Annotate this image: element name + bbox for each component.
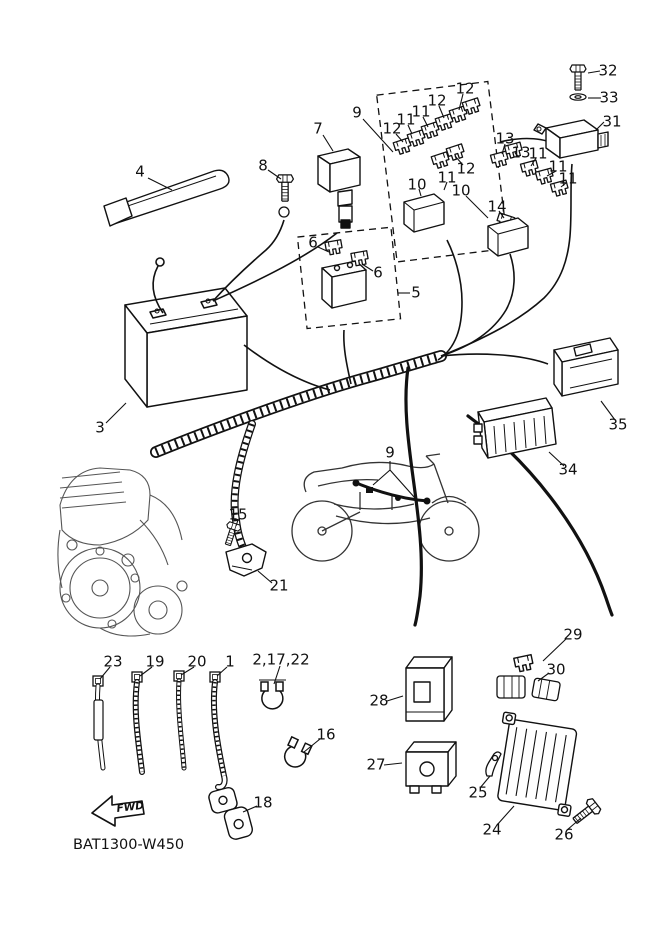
ecu-unit-34 <box>473 397 557 459</box>
ring-terminal-8 <box>278 206 290 218</box>
callout-13-2[interactable]: 13 <box>511 143 531 162</box>
fwd-arrow: FWD <box>91 795 145 827</box>
callout-34[interactable]: 34 <box>558 460 578 479</box>
starter-relay-5 <box>321 260 367 309</box>
callout-23[interactable]: 23 <box>103 652 123 671</box>
callout-19[interactable]: 19 <box>145 652 165 671</box>
engine-sketch <box>57 467 188 637</box>
callout-9-bike[interactable]: 9 <box>385 443 395 462</box>
wire-harness-main <box>150 350 447 458</box>
cable-tie-19 <box>131 671 145 775</box>
motorcycle-sketch <box>291 453 480 562</box>
callout-18[interactable]: 18 <box>253 793 273 812</box>
callout-21[interactable]: 21 <box>269 576 289 595</box>
relay-unit-31 <box>533 119 609 159</box>
callout-9-top[interactable]: 9 <box>352 103 362 122</box>
clamp-16 <box>283 735 313 768</box>
callout-6-2[interactable]: 6 <box>373 263 383 282</box>
callout-16[interactable]: 16 <box>316 725 336 744</box>
callout-25[interactable]: 25 <box>468 783 488 802</box>
callout-27[interactable]: 27 <box>366 755 386 774</box>
callout-3[interactable]: 3 <box>95 418 105 437</box>
callout-8[interactable]: 8 <box>258 156 268 175</box>
callout-15[interactable]: 15 <box>228 505 248 524</box>
callout-20[interactable]: 20 <box>187 652 207 671</box>
bike-harness-highlight <box>352 461 431 505</box>
callout-28[interactable]: 28 <box>369 691 389 710</box>
fwd-arrow-label: FWD <box>116 800 145 815</box>
callout-26[interactable]: 26 <box>554 825 574 844</box>
callout-12-2[interactable]: 12 <box>427 91 447 110</box>
callout-32[interactable]: 32 <box>598 61 618 80</box>
callout-33[interactable]: 33 <box>599 88 619 107</box>
bracket-21 <box>225 543 267 577</box>
relay-unit-7 <box>317 148 361 229</box>
fuse-6a <box>324 239 344 256</box>
cable-tie-1 <box>209 671 228 791</box>
callout-10-1[interactable]: 10 <box>407 175 427 194</box>
cable-tie-23 <box>92 675 106 771</box>
cdi-unit-35 <box>553 337 619 397</box>
callout-11-1[interactable]: 11 <box>396 110 416 129</box>
rectifier-24 <box>497 711 578 817</box>
callout-11-4[interactable]: 11 <box>548 157 568 176</box>
fuse-29-holder-30 <box>496 653 561 702</box>
callout-29[interactable]: 29 <box>563 625 583 644</box>
callout-24[interactable]: 24 <box>482 820 502 839</box>
callout-11-6[interactable]: 11 <box>437 168 457 187</box>
battery <box>124 287 248 408</box>
callout-11-5[interactable]: 11 <box>558 169 578 188</box>
callout-11-3[interactable]: 11 <box>528 144 548 163</box>
callout-35[interactable]: 35 <box>608 415 628 434</box>
callout-4[interactable]: 4 <box>135 162 145 181</box>
starter-relay-dashed-box <box>296 226 402 330</box>
harness-wires <box>152 137 573 391</box>
callout-6-1[interactable]: 6 <box>308 233 318 252</box>
callout-1[interactable]: 1 <box>225 652 235 671</box>
flasher-relay-28 <box>405 656 453 722</box>
battery-strap <box>103 169 230 227</box>
clamp-2-17-22 <box>259 679 286 710</box>
harness-branch-lower <box>230 420 256 561</box>
bracket-18 <box>208 786 253 840</box>
callout-13-1[interactable]: 13 <box>495 129 515 148</box>
callout-10-2[interactable]: 10 <box>451 181 471 200</box>
callout-12-3[interactable]: 12 <box>455 79 475 98</box>
callout-12-1[interactable]: 12 <box>382 119 402 138</box>
callout-2-17-22[interactable]: 2,17,22 <box>252 650 310 669</box>
callout-30[interactable]: 30 <box>546 660 566 679</box>
callout-5[interactable]: 5 <box>411 283 421 302</box>
bolt-8 <box>275 174 295 202</box>
callout-11-2[interactable]: 11 <box>411 102 431 121</box>
callout-12-4[interactable]: 12 <box>456 159 476 178</box>
cable-tie-20 <box>173 670 187 771</box>
clip-25 <box>485 751 502 777</box>
bolt-32 <box>569 64 587 91</box>
callout-7[interactable]: 7 <box>313 119 323 138</box>
relay-27 <box>405 741 457 794</box>
washer-33 <box>569 93 587 101</box>
leader-lines <box>99 70 616 831</box>
diagram-code: BAT1300-W450 <box>73 837 185 853</box>
callout-14[interactable]: 14 <box>487 197 507 216</box>
callout-31[interactable]: 31 <box>602 112 622 131</box>
